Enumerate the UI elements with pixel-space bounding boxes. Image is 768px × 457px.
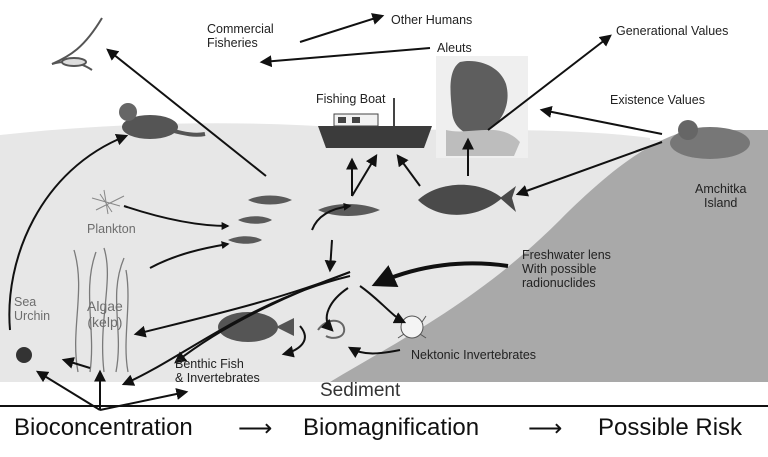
sea-urchin-icon <box>16 347 32 363</box>
sediment-label: Sediment <box>320 384 400 398</box>
freshwater-lens-label: Freshwater lens With possible radionucli… <box>522 248 611 290</box>
amchitka-island-label: Amchitka Island <box>695 182 746 210</box>
plankton-label: Plankton <box>87 222 136 236</box>
process-flow-caption: Bioconcentration ⟶ Biomagnification ⟶ Po… <box>0 412 768 452</box>
algae-label: Algae (kelp) <box>87 298 123 330</box>
generational-values-label: Generational Values <box>616 24 728 38</box>
benthic-fish-label: Benthic Fish & Invertebrates <box>175 357 260 385</box>
possible-risk-label: Possible Risk <box>598 414 742 442</box>
sea-otter-icon <box>119 103 205 139</box>
gull-icon <box>52 18 102 70</box>
biomagnification-label: Biomagnification <box>303 414 479 442</box>
flow-arrow-icon: ⟶ <box>528 414 562 443</box>
sea-urchin-label: Sea Urchin <box>14 295 50 323</box>
aleut-person-photo <box>436 56 528 158</box>
sea-lion-icon <box>670 120 750 159</box>
aleuts-label: Aleuts <box>437 41 472 55</box>
flow-arrow-icon: ⟶ <box>238 414 272 443</box>
fishing-boat-label: Fishing Boat <box>316 92 385 106</box>
existence-values-label: Existence Values <box>610 93 705 107</box>
commercial-fisheries-label: Commercial Fisheries <box>207 22 274 50</box>
nektonic-invertebrates-label: Nektonic Invertebrates <box>411 348 536 362</box>
bioconcentration-label: Bioconcentration <box>14 414 193 442</box>
other-humans-label: Other Humans <box>391 13 472 27</box>
